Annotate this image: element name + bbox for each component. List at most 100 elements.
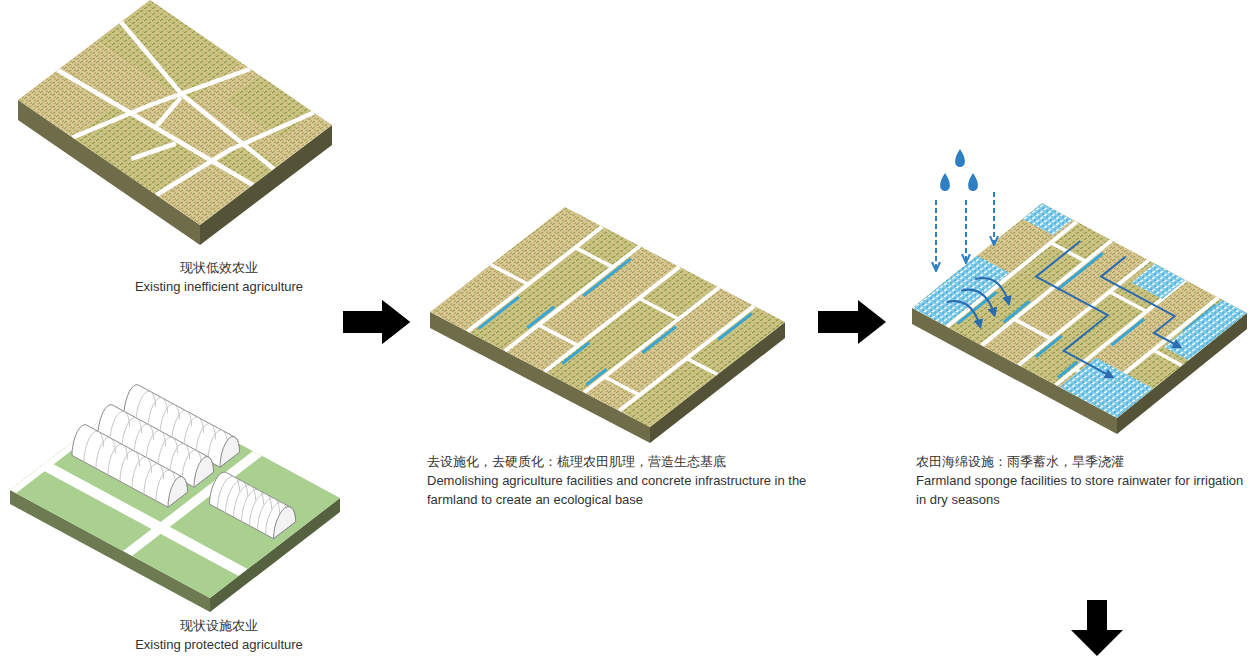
caption-chinese: 现状设施农业 xyxy=(69,616,369,635)
flow-arrow xyxy=(343,311,382,333)
down-arrow xyxy=(1071,600,1123,656)
rain-arrow xyxy=(965,200,967,262)
water-pond xyxy=(1164,300,1247,361)
water-pond xyxy=(912,256,1010,326)
illustration-panel: 现状低效农业Existing inefficient agriculture xyxy=(0,0,340,335)
rain xyxy=(936,149,994,270)
greenhouse-end xyxy=(168,477,188,508)
ditch xyxy=(1036,336,1062,357)
greenhouse-end xyxy=(220,437,240,468)
raindrop xyxy=(955,149,965,167)
crop-patch xyxy=(97,0,241,103)
rain-arrow xyxy=(935,200,937,270)
field-road xyxy=(467,227,602,332)
caption: 现状低效农业Existing inefficient agriculture xyxy=(69,258,369,296)
field-road xyxy=(539,325,579,346)
illustration-panel: 去设施化，去硬质化：梳理农田肌理，营造生态基底Demolishing agric… xyxy=(412,190,815,535)
tile-top xyxy=(912,203,1247,418)
ditch xyxy=(479,297,519,329)
greenhouse-end xyxy=(194,457,214,488)
field-road xyxy=(1056,280,1186,385)
block-arrow xyxy=(1071,600,1123,656)
caption: 去设施化，去硬质化：梳理农田肌理，营造生态基底Demolishing agric… xyxy=(427,452,812,509)
tile-surface xyxy=(58,0,314,195)
greenhouse-rib xyxy=(242,489,264,521)
field-road xyxy=(156,113,313,196)
caption-chinese: 现状低效农业 xyxy=(69,258,369,277)
water-pond xyxy=(1131,264,1185,299)
greenhouse xyxy=(210,472,296,539)
farmland-tile xyxy=(912,203,1247,434)
field-road xyxy=(155,98,181,128)
ditch xyxy=(562,343,589,364)
field-road xyxy=(1051,243,1086,262)
caption: 现状设施农业Existing protected agriculture xyxy=(69,616,369,654)
illustration-panel: 现状设施农业Existing protected agriculture xyxy=(0,312,340,658)
tile-top xyxy=(430,207,785,427)
tile-surface xyxy=(467,227,785,427)
field-road xyxy=(121,22,274,169)
greenhouse-rib xyxy=(234,485,256,517)
ditch xyxy=(1057,253,1103,290)
greenhouse-rib xyxy=(250,494,272,526)
raindrop xyxy=(940,173,950,191)
greenhouse-rib xyxy=(218,476,240,508)
field-road xyxy=(491,265,528,285)
ditch xyxy=(1112,319,1145,345)
raindrop xyxy=(968,173,978,191)
farmland-tile xyxy=(430,207,785,443)
caption-english: Existing protected agriculture xyxy=(69,635,369,654)
crop-patch xyxy=(226,75,314,138)
flow-arrow xyxy=(975,278,1009,304)
field-road xyxy=(604,377,639,395)
rain-arrow xyxy=(993,192,995,244)
caption: 农田海绵设施：雨季蓄水，旱季浇灌Farmland sponge faciliti… xyxy=(916,452,1244,509)
ditch xyxy=(586,369,606,385)
field-road xyxy=(575,248,612,268)
caption-chinese: 去设施化，去硬质化：梳理农田肌理，营造生态基底 xyxy=(427,452,812,471)
greenhouse-rib xyxy=(226,481,248,513)
ditch xyxy=(642,327,676,353)
field-road xyxy=(131,144,175,159)
farmland-tile xyxy=(18,0,332,245)
field-road xyxy=(1014,319,1051,339)
flow-arrow xyxy=(947,301,981,327)
tile-top xyxy=(18,0,332,225)
field-road xyxy=(639,298,679,319)
field-road xyxy=(505,246,640,351)
field-road xyxy=(1110,292,1147,312)
water-pond xyxy=(1023,203,1073,235)
tile-surface xyxy=(912,203,1247,418)
greenhouse-body xyxy=(72,425,188,507)
greenhouse-end xyxy=(274,507,296,539)
flow-arrow xyxy=(1036,241,1113,377)
farmland-tile xyxy=(10,385,340,612)
illustration-panel: 农田海绵设施：雨季蓄水，旱季浇灌Farmland sponge faciliti… xyxy=(888,120,1251,535)
caption-english: Farmland sponge facilities to store rain… xyxy=(916,471,1244,509)
field-road xyxy=(982,240,1112,345)
caption-english: Existing inefficient agriculture xyxy=(69,277,369,296)
ditch xyxy=(584,259,631,296)
caption-chinese: 农田海绵设施：雨季蓄水，旱季浇灌 xyxy=(916,452,1244,471)
flow-arrow xyxy=(1101,257,1181,348)
field-road xyxy=(544,267,679,372)
caption-english: Demolishing agriculture facilities and c… xyxy=(427,471,812,509)
connectors xyxy=(343,322,858,323)
tile-surface xyxy=(10,390,262,576)
flow-arrow xyxy=(818,311,858,333)
water-pond xyxy=(1060,358,1154,418)
flow-arrow xyxy=(961,290,995,316)
field-road xyxy=(687,358,718,374)
ditch xyxy=(1004,301,1030,322)
flow-arrow xyxy=(343,311,382,333)
crop-strip xyxy=(619,306,785,427)
greenhouse xyxy=(72,425,188,507)
ditch xyxy=(718,313,752,339)
field-road xyxy=(584,288,719,393)
greenhouse-body xyxy=(210,472,296,539)
ditch xyxy=(527,307,554,328)
